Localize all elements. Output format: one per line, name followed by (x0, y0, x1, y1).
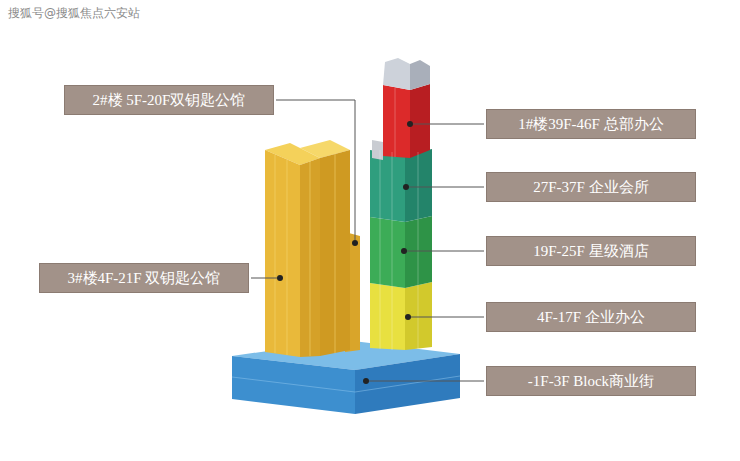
tower-a-side (300, 158, 320, 357)
hotel-band (370, 217, 405, 288)
podium-side (355, 354, 460, 414)
callout-box: 4F-17F 企业办公 (486, 302, 696, 332)
callout-box: 2#楼 5F-20F双钥匙公馆 (64, 85, 274, 115)
callout-box: 27F-37F 企业会所 (486, 172, 696, 202)
callout-box: -1F-3F Block商业街 (486, 366, 696, 396)
callout-text: 3#楼4F-21F 双钥匙公馆 (68, 270, 221, 286)
podium-front (232, 356, 355, 414)
tower-b-side (320, 150, 350, 356)
callout-text: -1F-3F Block商业街 (528, 373, 654, 389)
watermark: 搜狐号@搜狐焦点六安站 (8, 5, 140, 22)
office-band (370, 283, 405, 350)
glass (372, 140, 383, 160)
club-band (370, 150, 405, 222)
callout-box: 19F-25F 星级酒店 (486, 236, 696, 266)
callout-text: 4F-17F 企业办公 (537, 309, 645, 325)
leader-dots (277, 121, 413, 384)
hq-band-side (410, 84, 430, 158)
callout-box: 1#楼39F-46F 总部办公 (486, 109, 696, 139)
callout-text: 27F-37F 企业会所 (533, 179, 648, 195)
crown-side (410, 60, 430, 90)
callout-text: 2#楼 5F-20F双钥匙公馆 (93, 92, 246, 108)
tower-a-front (265, 150, 300, 357)
crown (383, 58, 410, 90)
leader-lines (251, 100, 484, 381)
callout-text: 1#楼39F-46F 总部办公 (518, 116, 663, 132)
callout-box: 3#楼4F-21F 双钥匙公馆 (39, 263, 249, 293)
callout-text: 19F-25F 星级酒店 (533, 243, 648, 259)
hq-band (383, 85, 410, 158)
